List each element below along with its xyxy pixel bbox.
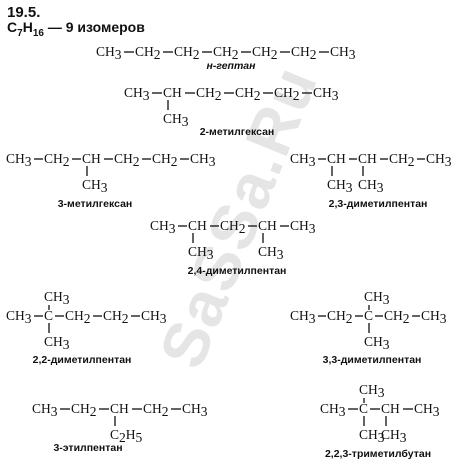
atom-group: CH2 [384, 308, 410, 326]
atom-group: CH3 [82, 177, 108, 195]
formula-c-count: 7 [17, 27, 23, 39]
isomer-name: 2,3-диметилпентан [328, 198, 428, 210]
atom-group: CH2 [220, 218, 246, 236]
atom-group: CH [358, 151, 377, 166]
atom-group: CH [258, 218, 277, 233]
atom-group: CH [82, 151, 101, 166]
atom-group: C2H5 [110, 427, 143, 445]
atom-group: CH3 [44, 289, 70, 307]
atom-group: CH3 [290, 218, 316, 236]
atom-group: CH3 [6, 308, 32, 326]
atom-group: CH2 [152, 151, 178, 169]
atom-group: CH2 [71, 401, 97, 419]
atom-group: CH2 [327, 308, 353, 326]
atom-group: CH2 [196, 85, 222, 103]
atom-group: CH3 [359, 382, 385, 400]
atom-group: CH2 [274, 85, 300, 103]
atom-group: CH3 [364, 334, 390, 352]
atom-group: CH3 [359, 427, 385, 445]
atom-group: CH3 [150, 218, 176, 236]
atom-group: CH2 [65, 308, 91, 326]
isomer-name: 3-этилпентан [53, 442, 123, 454]
atom-group: CH [188, 218, 207, 233]
atom-group: CH3 [188, 244, 214, 262]
atom-group: CH2 [389, 151, 415, 169]
atom-group: CH2 [143, 401, 169, 419]
atom-group: CH2 [174, 44, 200, 62]
formula-h: H [22, 19, 33, 35]
atom-group: CH3 [182, 401, 208, 419]
isomer-name: 2-метилгексан [199, 126, 275, 138]
atom-group: CH3 [32, 401, 58, 419]
atom-group: CH3 [358, 177, 384, 195]
atom-group: CH2 [252, 44, 278, 62]
atom-group: CH3 [96, 44, 122, 62]
atom-group: C [44, 308, 53, 323]
atom-group: CH3 [163, 111, 189, 129]
molecular-formula: C7H16 — 9 изомеров [7, 19, 145, 39]
isomer-name: 2,2-диметилпентан [32, 354, 132, 366]
atom-group: CH3 [6, 151, 32, 169]
atom-group: CH3 [364, 289, 390, 307]
atom-group: CH2 [44, 151, 70, 169]
atom-group: CH [327, 151, 346, 166]
atom-group: CH3 [327, 177, 353, 195]
atom-group: CH [163, 85, 182, 100]
atom-group: C [359, 401, 368, 416]
formula-c: C [7, 19, 18, 35]
atom-group: CH2 [103, 308, 129, 326]
atom-group: CH3 [381, 427, 407, 445]
isomer-name: 3-метилгексан [57, 198, 133, 210]
problem-number: 19.5. [7, 4, 41, 21]
atom-group: CH2 [235, 85, 261, 103]
atom-group: CH3 [313, 85, 339, 103]
atom-group: C [364, 308, 373, 323]
atom-group: CH2 [291, 44, 317, 62]
atom-group: CH3 [421, 308, 447, 326]
atom-group: CH [110, 401, 129, 416]
atom-group: CH3 [426, 151, 452, 169]
isomer-name: н-гептан [206, 60, 256, 72]
isomer-count: — 9 изомеров [43, 19, 145, 35]
atom-group: CH [381, 401, 400, 416]
atom-group: CH3 [290, 308, 316, 326]
atom-group: CH3 [258, 244, 284, 262]
atom-group: CH3 [330, 44, 356, 62]
atom-group: CH3 [141, 308, 167, 326]
atom-group: CH3 [44, 334, 70, 352]
atom-group: CH3 [414, 401, 440, 419]
formula-h-count: 16 [32, 27, 44, 39]
atom-group: CH3 [190, 151, 216, 169]
isomer-name: 2,2,3-триметилбутан [324, 448, 432, 460]
isomer-name: 2,4-диметилпентан [187, 265, 287, 277]
atom-group: CH2 [213, 44, 239, 62]
atom-group: CH3 [124, 85, 150, 103]
atom-group: CH3 [290, 151, 316, 169]
isomer-name: 3,3-диметилпентан [322, 354, 422, 366]
atom-group: CH2 [135, 44, 161, 62]
atom-group: CH3 [320, 401, 346, 419]
atom-group: CH2 [114, 151, 140, 169]
